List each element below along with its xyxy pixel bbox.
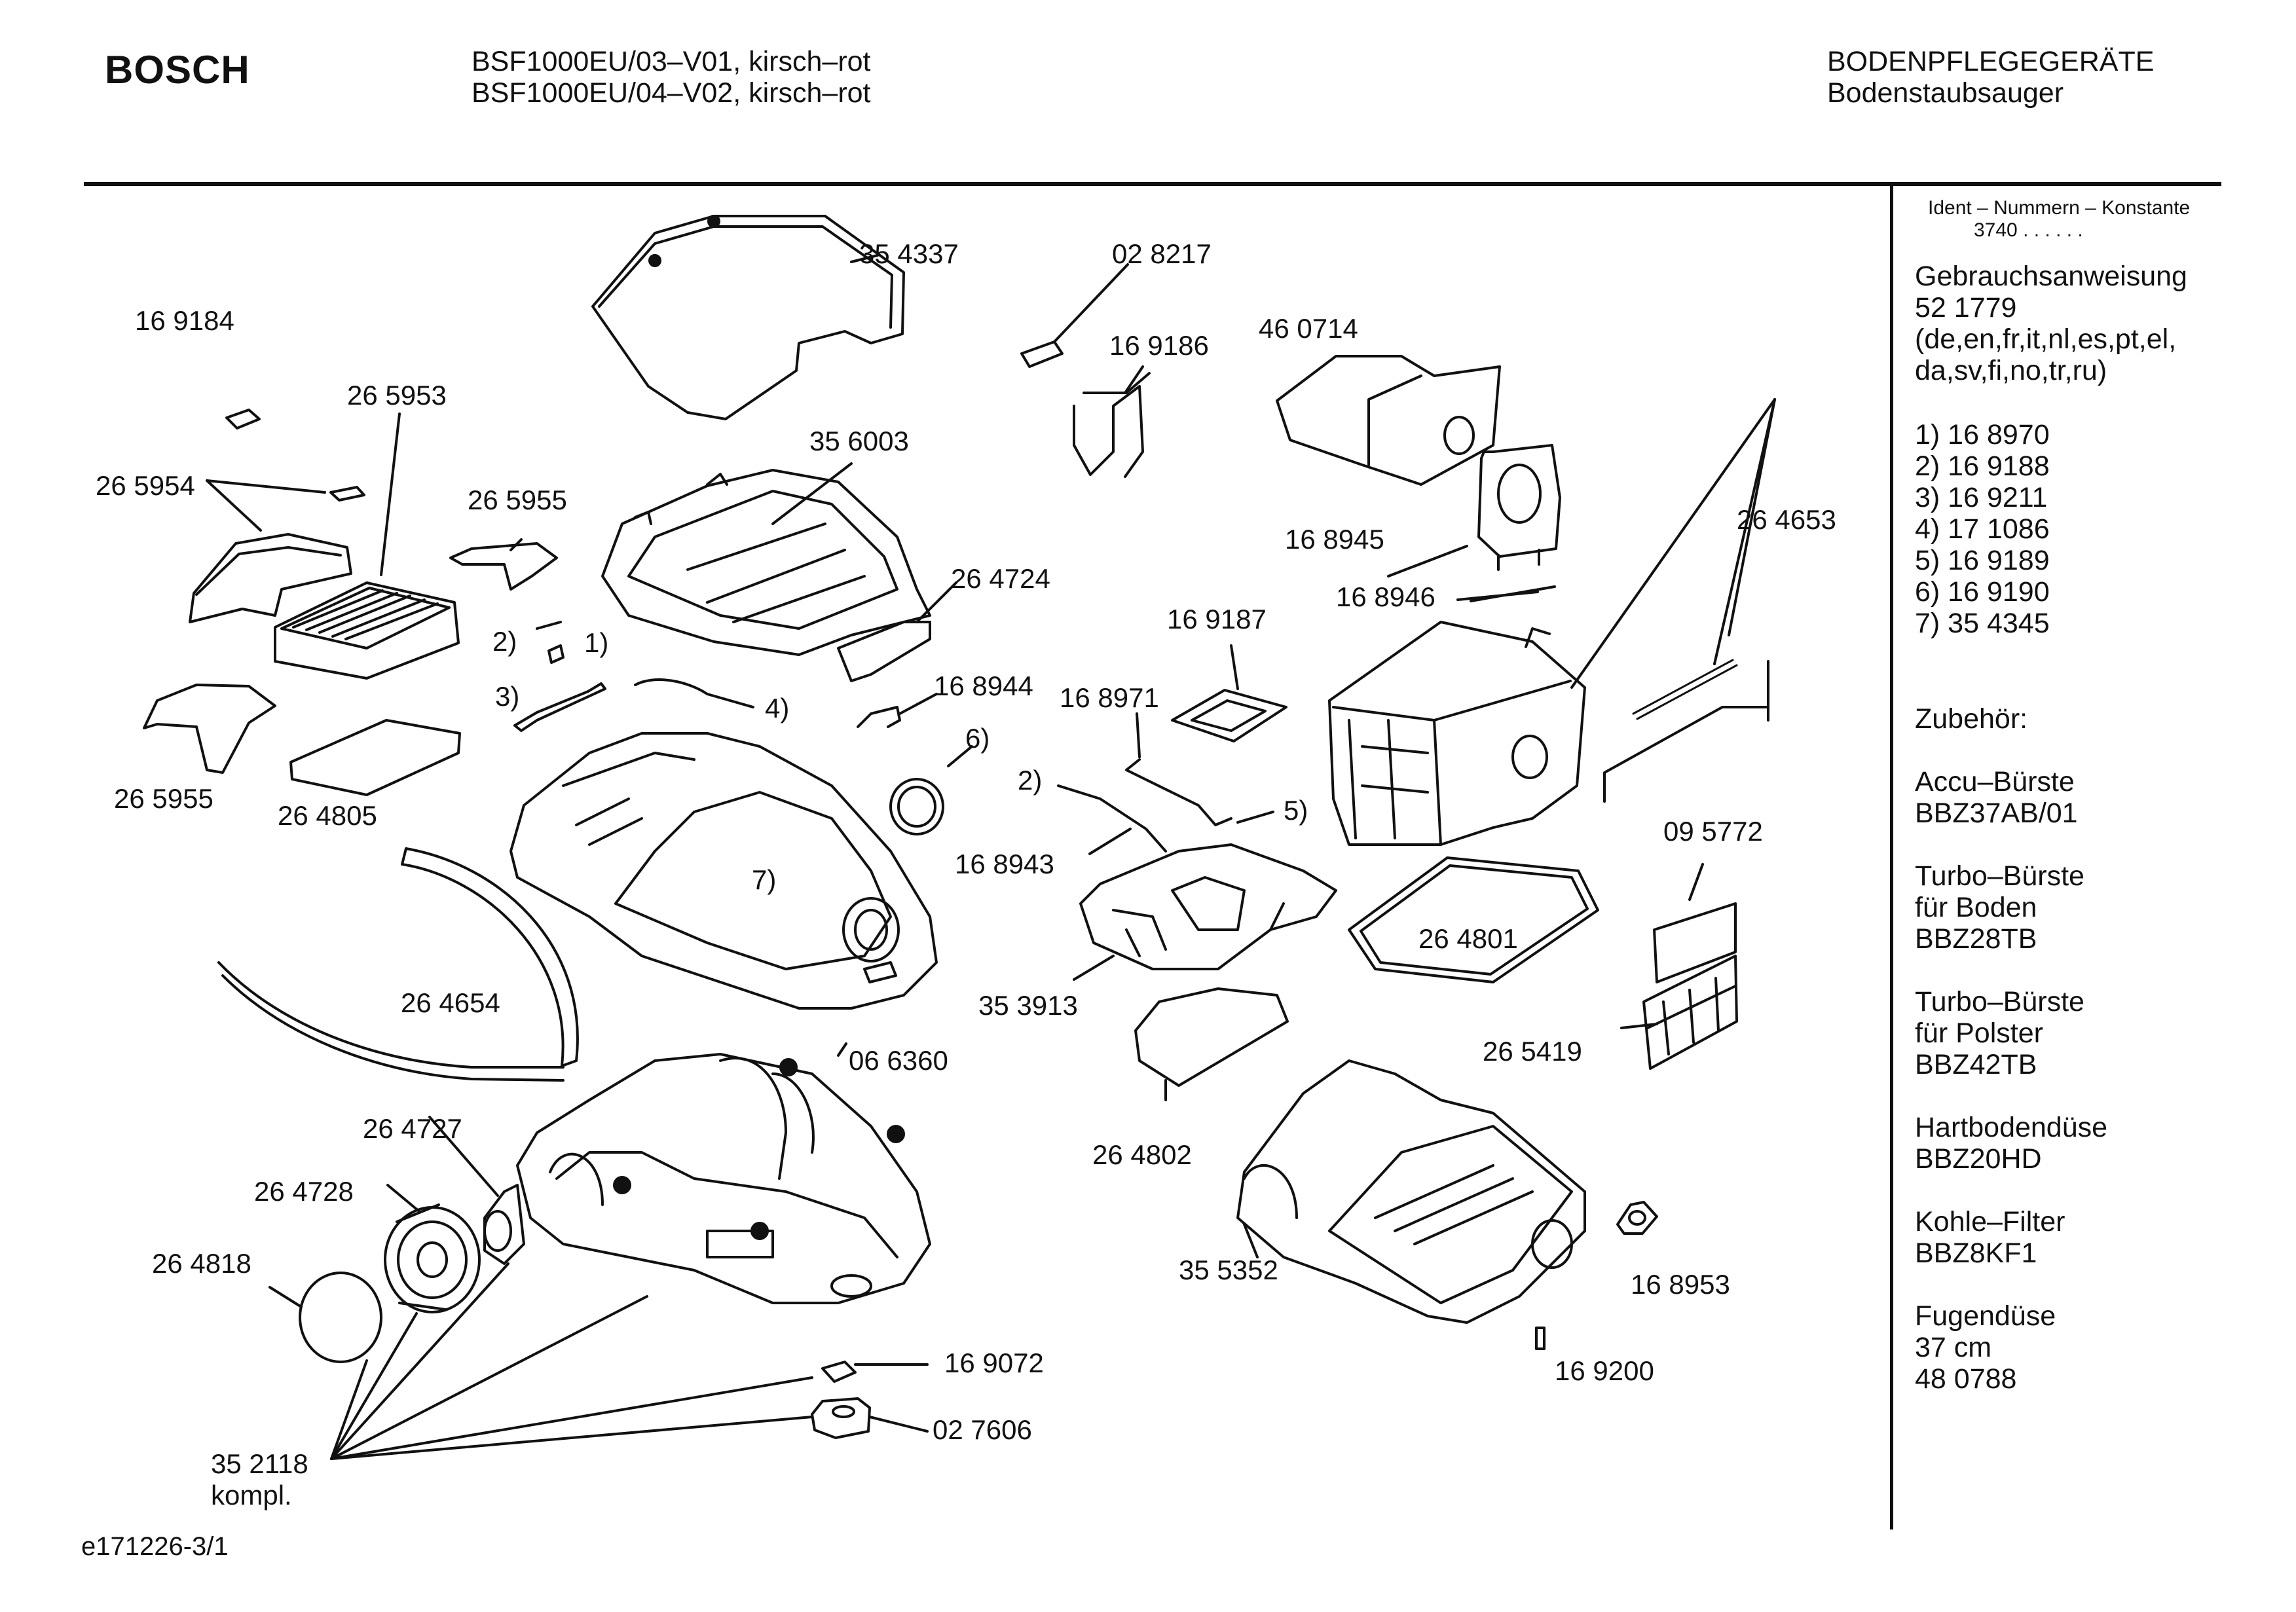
part-label-264727: 26 4727 bbox=[363, 1113, 462, 1144]
accessory-1-line-2: BBZ37AB/01 bbox=[1915, 797, 2078, 829]
chassis-drawing bbox=[1079, 843, 1337, 970]
part-label-265955-upper: 26 5955 bbox=[468, 485, 567, 515]
model-line-2: BSF1000EU/04–V02, kirsch–rot bbox=[472, 77, 871, 109]
part-label-353913: 35 3913 bbox=[978, 990, 1078, 1021]
part-label-168945: 16 8945 bbox=[1285, 524, 1384, 555]
footnote-5: 5) 16 9189 bbox=[1915, 545, 2050, 576]
accessory-6-line-1: Fugendüse bbox=[1915, 1300, 2056, 1332]
part-label-168946: 16 8946 bbox=[1336, 581, 1435, 612]
footnote-7: 7) 35 4345 bbox=[1915, 608, 2050, 639]
sidebar-divider bbox=[1890, 186, 1893, 1530]
part-label-265953: 26 5953 bbox=[347, 380, 447, 411]
manual-languages-2: da,sv,fi,no,tr,ru) bbox=[1915, 355, 2107, 386]
part-label-066360: 06 6360 bbox=[849, 1045, 948, 1076]
model-line-1: BSF1000EU/03–V01, kirsch–rot bbox=[472, 46, 871, 77]
wheel-drawing bbox=[299, 1184, 525, 1363]
upper-body-drawing bbox=[601, 469, 931, 656]
part-label-168953: 16 8953 bbox=[1631, 1269, 1730, 1300]
accessory-1-line-1: Accu–Bürste bbox=[1915, 766, 2075, 797]
part-label-264724: 26 4724 bbox=[951, 563, 1050, 594]
part-label-169200: 16 9200 bbox=[1555, 1355, 1654, 1386]
lower-body-drawing bbox=[516, 1053, 931, 1304]
part-label-265954: 26 5954 bbox=[96, 470, 195, 501]
callout-1: 1) bbox=[584, 627, 609, 658]
clip-part-drawing bbox=[1020, 263, 1151, 478]
filter-265419-drawing bbox=[1642, 955, 1738, 1070]
part-label-354337: 35 4337 bbox=[859, 238, 959, 269]
accessory-6-line-2: 37 cm bbox=[1915, 1332, 1992, 1363]
footnote-2: 2) 16 9188 bbox=[1915, 450, 2050, 482]
manual-title: Gebrauchsanweisung bbox=[1915, 261, 2187, 292]
category-subtitle: Bodenstaubsauger bbox=[1827, 77, 2064, 109]
part-label-265955-lower: 26 5955 bbox=[114, 783, 213, 814]
part-label-168971: 16 8971 bbox=[1060, 682, 1159, 713]
accessory-4-line-2: BBZ20HD bbox=[1915, 1143, 2042, 1175]
part-label-264805: 26 4805 bbox=[278, 800, 377, 831]
accessory-3-line-1: Turbo–Bürste bbox=[1915, 986, 2084, 1017]
part-label-264802: 26 4802 bbox=[1092, 1139, 1192, 1170]
accessory-4-line-1: Hartbodendüse bbox=[1915, 1112, 2108, 1143]
accessory-2-line-3: BBZ28TB bbox=[1915, 923, 2037, 955]
callout-2-lower: 2) bbox=[1018, 765, 1043, 796]
callout-2-upper: 2) bbox=[492, 626, 517, 657]
accessory-5-line-1: Kohle–Filter bbox=[1915, 1206, 2065, 1237]
dust-bag-drawing bbox=[1276, 355, 1561, 571]
part-label-352118-note: kompl. bbox=[211, 1480, 292, 1511]
part-label-168944: 16 8944 bbox=[934, 670, 1033, 701]
callout-4: 4) bbox=[765, 693, 790, 724]
accessory-3-line-2: für Polster bbox=[1915, 1017, 2043, 1049]
ident-value: 3740 . . . . . . bbox=[1974, 219, 2083, 241]
footnote-3: 3) 16 9211 bbox=[1915, 482, 2048, 513]
part-label-355352: 35 5352 bbox=[1179, 1255, 1278, 1285]
part-label-028217: 02 8217 bbox=[1112, 238, 1212, 269]
lid-part-drawing bbox=[591, 215, 905, 420]
part-label-356003: 35 6003 bbox=[809, 426, 909, 456]
brand-logo: BOSCH bbox=[105, 48, 250, 92]
part-label-169186: 16 9186 bbox=[1109, 330, 1209, 361]
accessory-2-line-2: für Boden bbox=[1915, 892, 2037, 923]
part-label-264654: 26 4654 bbox=[401, 987, 500, 1018]
category-title: BODENPFLEGEGERÄTE bbox=[1827, 46, 2155, 77]
header-rule bbox=[84, 182, 2221, 186]
dust-bin-drawing bbox=[1328, 621, 1586, 846]
footnote-6: 6) 16 9190 bbox=[1915, 576, 2050, 608]
part-label-169184: 16 9184 bbox=[135, 305, 234, 336]
part-label-264818: 26 4818 bbox=[152, 1248, 251, 1279]
part-label-264801: 26 4801 bbox=[1418, 923, 1518, 954]
accessory-5-line-2: BBZ8KF1 bbox=[1915, 1237, 2037, 1269]
footnote-4: 4) 17 1086 bbox=[1915, 513, 2050, 545]
callout-7: 7) bbox=[752, 864, 777, 895]
part-label-460714: 46 0714 bbox=[1259, 313, 1358, 344]
part-label-352118: 35 2118 bbox=[211, 1448, 308, 1479]
part-label-095772: 09 5772 bbox=[1663, 816, 1763, 847]
filter-grid-drawing bbox=[274, 581, 460, 680]
callout-5: 5) bbox=[1284, 795, 1308, 826]
cover-265954-drawing bbox=[189, 486, 365, 623]
part-label-168943: 16 8943 bbox=[955, 849, 1054, 879]
callout-3: 3) bbox=[495, 681, 520, 712]
part-label-169187: 16 9187 bbox=[1167, 604, 1267, 634]
accessory-3-line-3: BBZ42TB bbox=[1915, 1049, 2037, 1080]
main-body-drawing bbox=[509, 732, 938, 1010]
accessory-6-line-3: 48 0788 bbox=[1915, 1363, 2017, 1395]
accessories-title: Zubehör: bbox=[1915, 703, 2028, 735]
footnote-1: 1) 16 8970 bbox=[1915, 419, 2050, 450]
part-label-264728: 26 4728 bbox=[254, 1176, 354, 1207]
accessory-2-line-1: Turbo–Bürste bbox=[1915, 860, 2084, 892]
part-label-169072: 16 9072 bbox=[944, 1347, 1044, 1378]
callout-6: 6) bbox=[965, 723, 990, 754]
lower-bin-drawing bbox=[1236, 1059, 1586, 1324]
ident-title: Ident – Nummern – Konstante bbox=[1928, 197, 2191, 219]
manual-number: 52 1779 bbox=[1915, 292, 2017, 323]
part-label-264653: 26 4653 bbox=[1737, 504, 1836, 535]
drawing-id: e171226-3/1 bbox=[81, 1532, 229, 1561]
manual-languages-1: (de,en,fr,it,nl,es,pt,el, bbox=[1915, 323, 2177, 355]
part-label-027606: 02 7606 bbox=[933, 1414, 1032, 1445]
part-label-265419: 26 5419 bbox=[1483, 1036, 1582, 1067]
